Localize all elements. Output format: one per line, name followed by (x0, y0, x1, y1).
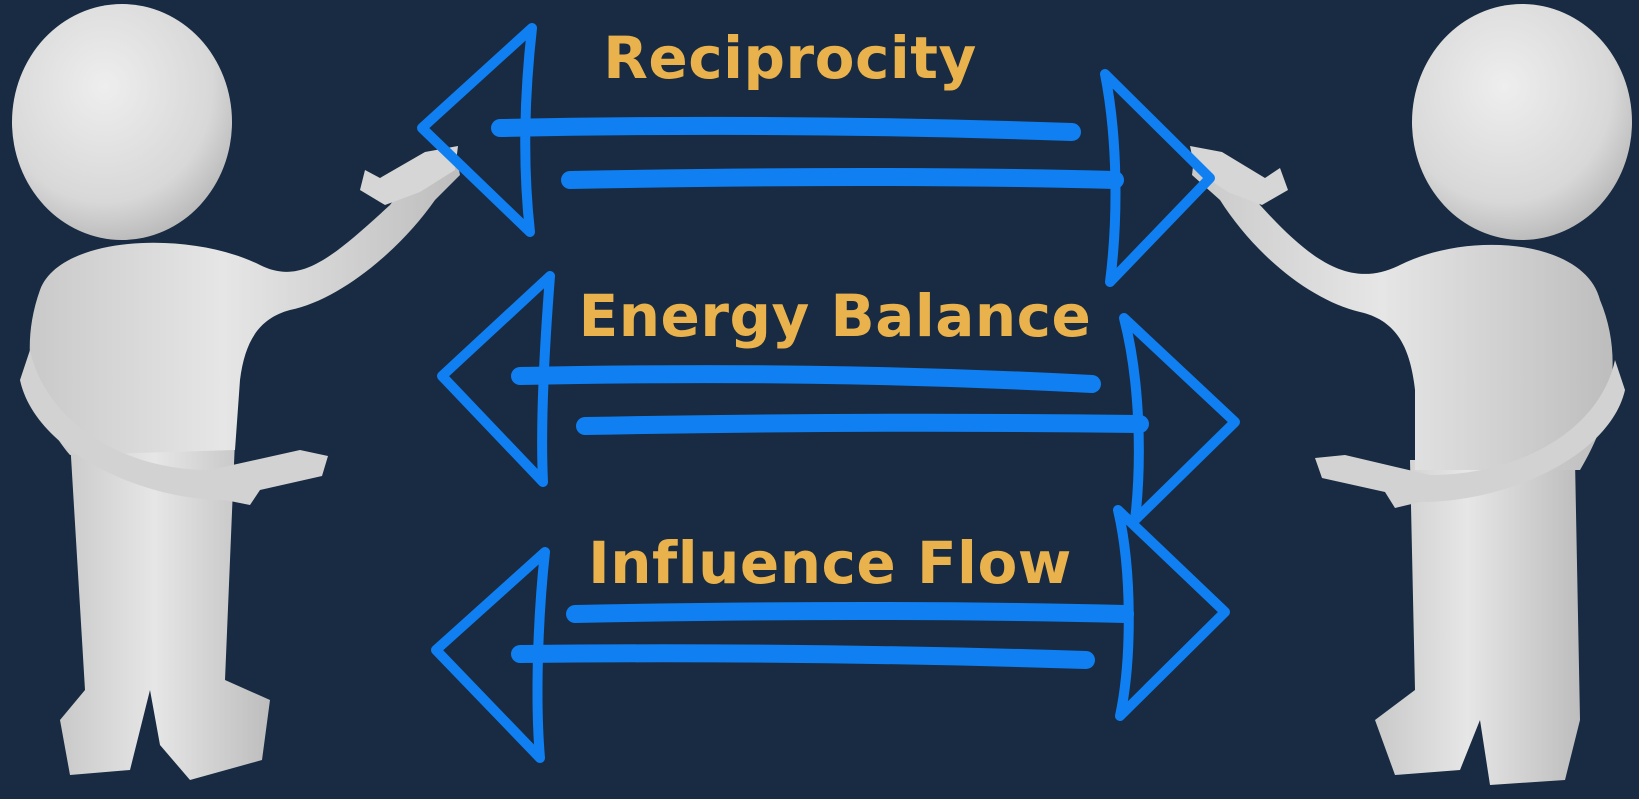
right-figure-lower-arm (1315, 360, 1625, 508)
left-figure-raised-hand (360, 146, 458, 205)
right-figure (1190, 4, 1632, 785)
left-figure (12, 4, 461, 780)
right-figure-head (1412, 4, 1632, 240)
right-arrow-shaft-3 (566, 602, 1134, 623)
right-figure-legs (1375, 460, 1580, 785)
label-reciprocity: Reciprocity (603, 24, 977, 92)
label-influence-flow: Influence Flow (588, 529, 1072, 597)
left-figure-torso (29, 150, 461, 455)
arrow-pair-energy-balance (437, 271, 1240, 525)
right-figure-raised-hand (1190, 146, 1288, 205)
left-arrow-shaft-2 (511, 365, 1101, 393)
label-energy-balance: Energy Balance (579, 282, 1092, 350)
arrow-pair-reciprocity (417, 23, 1215, 287)
right-arrow-head-3 (1113, 505, 1230, 721)
right-arrow-shaft-2 (576, 413, 1149, 435)
left-figure-head (12, 4, 232, 240)
left-arrow-shaft-3 (511, 644, 1095, 669)
right-arrow-shaft-1 (561, 168, 1124, 189)
arrow-pair-influence-flow (431, 505, 1230, 763)
left-figure-lower-arm (20, 350, 328, 505)
left-figure-legs (60, 440, 270, 780)
right-figure-torso (1192, 150, 1613, 470)
left-arrow-shaft-1 (491, 116, 1081, 141)
